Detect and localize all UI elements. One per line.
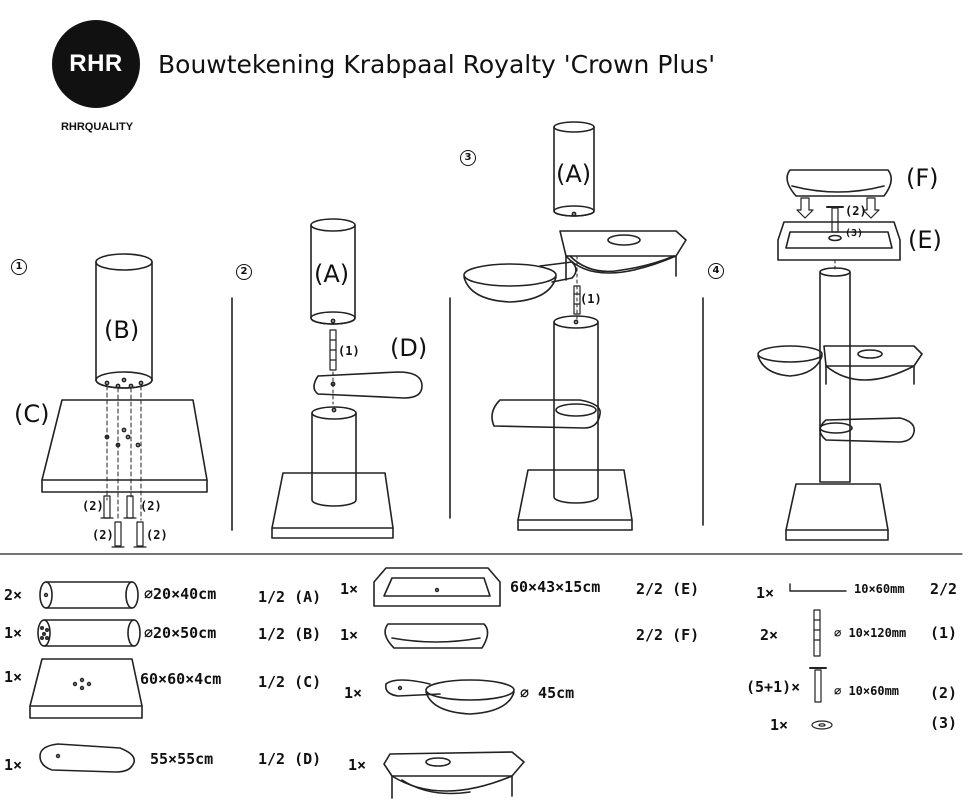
part-cushion-f bbox=[384, 623, 489, 649]
step3-bowl bbox=[463, 261, 577, 303]
label-a-step3: (A) bbox=[556, 160, 592, 188]
part-hammock-qty: 1× bbox=[348, 756, 367, 774]
step4-bed-e bbox=[777, 206, 901, 271]
step2-base-plate bbox=[271, 472, 394, 539]
part-f-qty: 1× bbox=[340, 626, 359, 644]
step4-base-plate bbox=[785, 483, 889, 541]
step3-base-plate bbox=[517, 469, 633, 531]
step1-bolts bbox=[100, 495, 147, 548]
part-d-ref: 1/2 (D) bbox=[258, 750, 322, 768]
part-bowl-qty: 1× bbox=[344, 684, 363, 702]
part-screw-120 bbox=[813, 609, 821, 657]
part-hex-key bbox=[789, 583, 847, 592]
step2-platform-d bbox=[313, 371, 423, 405]
part-b-qty: 1× bbox=[4, 624, 23, 642]
step4-cushion-f bbox=[786, 169, 892, 197]
part-e-qty: 1× bbox=[340, 580, 359, 598]
step2-post-a-lower bbox=[311, 406, 357, 507]
part-hammock-platform bbox=[383, 751, 525, 799]
step-number-2: 2 bbox=[236, 264, 252, 280]
step3-platform-d bbox=[491, 399, 601, 429]
hw-bolt60-dims: ∅ 10×60mm bbox=[834, 684, 900, 698]
step1-post-b bbox=[95, 253, 153, 389]
hw-hexkey-dims: 10×60mm bbox=[854, 582, 905, 596]
hw-bolt60-qty: (5+1)× bbox=[746, 678, 801, 696]
label-washer-3-step4: (3) bbox=[845, 228, 864, 239]
step1-bolt-lines bbox=[106, 385, 142, 521]
step-number-1: 1 bbox=[11, 259, 27, 275]
part-bowl bbox=[384, 679, 515, 715]
label-f: (F) bbox=[906, 164, 939, 192]
label-bolt-2c: (2) bbox=[92, 528, 114, 542]
part-bed-e bbox=[373, 567, 501, 607]
part-d-qty: 1× bbox=[4, 756, 23, 774]
part-c-dims: 60×60×4cm bbox=[140, 670, 222, 688]
label-screw-1-step2: (1) bbox=[338, 344, 360, 358]
part-washer bbox=[811, 720, 833, 730]
label-screw-1-step3: (1) bbox=[580, 292, 602, 306]
hw-hexkey-qty: 1× bbox=[756, 584, 775, 602]
part-e-dims: 60×43×15cm bbox=[510, 578, 601, 596]
label-c: (C) bbox=[14, 400, 50, 428]
part-bolt-60 bbox=[809, 667, 827, 703]
step-number-3: 3 bbox=[460, 150, 476, 166]
logo-subtext: RHRQUALITY bbox=[60, 121, 134, 133]
step2-post-a bbox=[310, 218, 356, 325]
label-d: (D) bbox=[390, 334, 428, 362]
label-bolt-2d: (2) bbox=[146, 528, 168, 542]
step4-bowl bbox=[757, 345, 823, 377]
label-e: (E) bbox=[908, 226, 942, 254]
step3-screw-1 bbox=[573, 255, 581, 323]
step3-post-lower bbox=[553, 315, 599, 504]
part-tube-b bbox=[37, 619, 141, 647]
part-b-ref: 1/2 (B) bbox=[258, 625, 322, 643]
hw-screw120-dims: ∅ 10×120mm bbox=[834, 626, 907, 640]
part-f-ref: 2/2 (F) bbox=[636, 626, 700, 644]
label-a-step2: (A) bbox=[314, 260, 350, 288]
part-c-ref: 1/2 (C) bbox=[258, 673, 322, 691]
part-bowl-dims: ∅ 45cm bbox=[520, 684, 575, 702]
label-b: (B) bbox=[104, 316, 140, 344]
part-plate-c bbox=[29, 658, 143, 719]
part-tube-a bbox=[39, 581, 139, 609]
step4-post bbox=[819, 267, 851, 483]
label-screw-2-step4: (2) bbox=[845, 204, 867, 218]
step2-screw-1 bbox=[329, 329, 337, 371]
step3-hammock-platform bbox=[559, 230, 687, 281]
step4-platform-d bbox=[819, 417, 916, 443]
hw-screw120-qty: 2× bbox=[760, 626, 779, 644]
part-c-qty: 1× bbox=[4, 668, 23, 686]
part-a-dims: ∅20×40cm bbox=[144, 585, 217, 603]
part-a-ref: 1/2 (A) bbox=[258, 588, 322, 606]
label-bolt-2b: (2) bbox=[140, 499, 162, 513]
part-platform-d bbox=[39, 743, 136, 773]
part-a-qty: 2× bbox=[4, 586, 23, 604]
rhr-logo: RHR bbox=[52, 20, 140, 108]
hw-hexkey-ref: 2/2 bbox=[930, 580, 958, 598]
label-bolt-2a: (2) bbox=[82, 499, 104, 513]
step1-base-plate-c bbox=[41, 399, 208, 493]
hw-washer-ref: (3) bbox=[930, 714, 958, 732]
part-b-dims: ∅20×50cm bbox=[144, 624, 217, 642]
step-number-4: 4 bbox=[708, 263, 724, 279]
step3-post-a-top bbox=[553, 121, 595, 217]
step4-arrows bbox=[796, 197, 880, 219]
part-e-ref: 2/2 (E) bbox=[636, 580, 700, 598]
part-d-dims: 55×55cm bbox=[150, 750, 214, 768]
hw-bolt60-ref: (2) bbox=[930, 684, 958, 702]
hw-screw120-ref: (1) bbox=[930, 624, 958, 642]
hw-washer-qty: 1× bbox=[770, 716, 789, 734]
page-title: Bouwtekening Krabpaal Royalty 'Crown Plu… bbox=[158, 50, 716, 79]
logo-text: RHR bbox=[69, 50, 123, 77]
step4-hammock-platform bbox=[823, 345, 923, 385]
